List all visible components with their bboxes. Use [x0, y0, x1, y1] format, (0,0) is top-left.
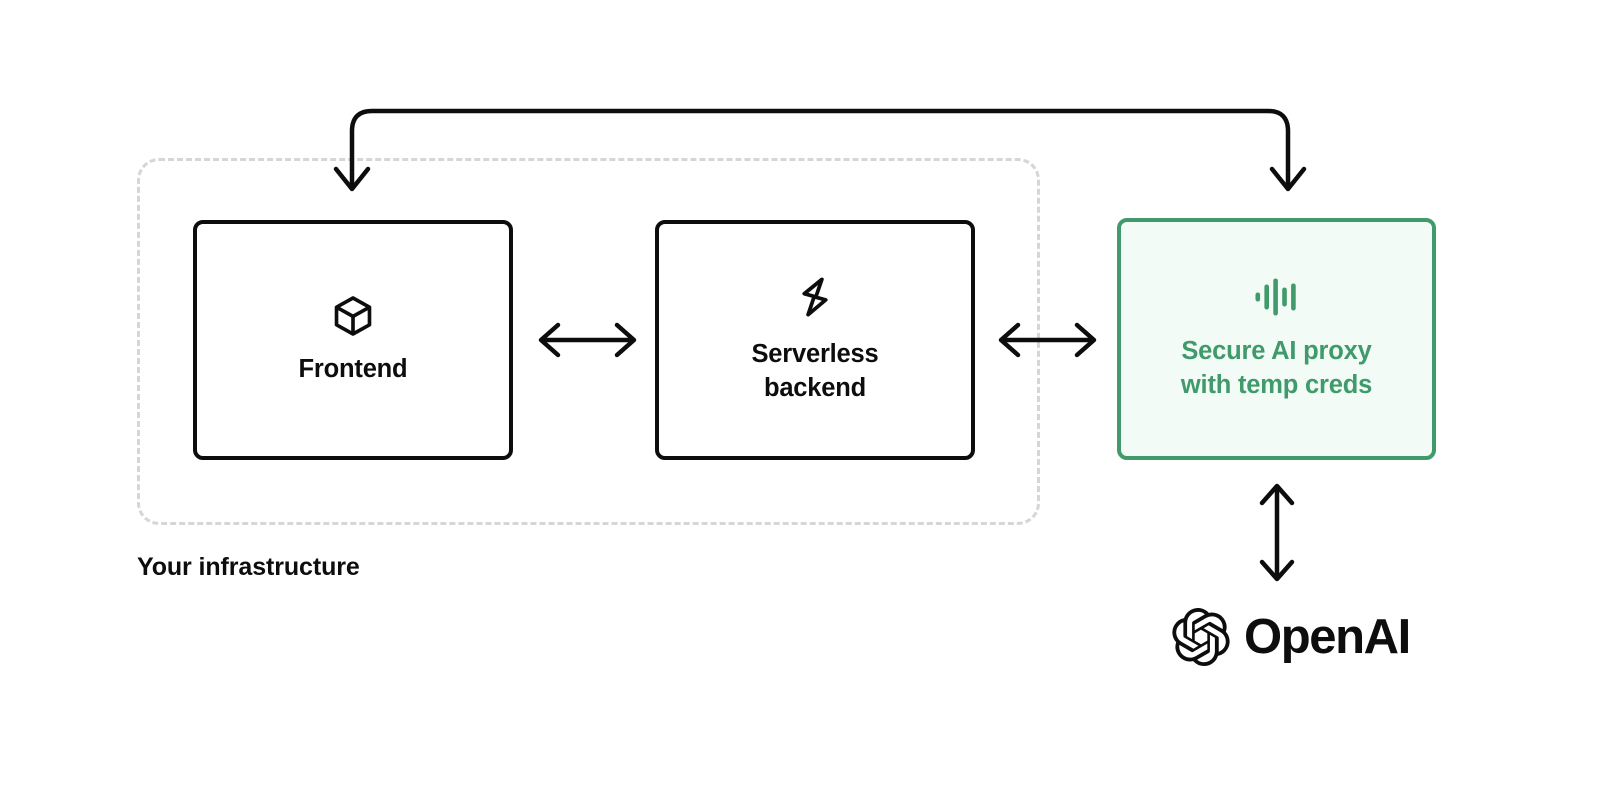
openai-wordmark: OpenAI — [1244, 609, 1411, 664]
node-serverless-backend[interactable]: Serverless backend — [655, 220, 975, 460]
node-frontend-label: Frontend — [298, 355, 408, 384]
openai-lockup: OpenAI — [1172, 608, 1411, 667]
infrastructure-boundary-label: Your infrastructure — [137, 553, 360, 581]
node-serverless-backend-label: Serverless backend — [751, 340, 879, 402]
node-frontend[interactable]: Frontend — [193, 220, 513, 460]
audio-waveform-icon — [1253, 275, 1301, 319]
node-secure-ai-proxy-label: Secure AI proxy with temp creds — [1180, 337, 1373, 399]
cube-icon — [330, 293, 376, 339]
openai-blossom-logo — [1172, 608, 1230, 667]
node-secure-ai-proxy[interactable]: Secure AI proxy with temp creds — [1117, 218, 1436, 460]
connector-proxy-openai — [1247, 475, 1307, 590]
lightning-bolt-icon — [792, 274, 838, 320]
